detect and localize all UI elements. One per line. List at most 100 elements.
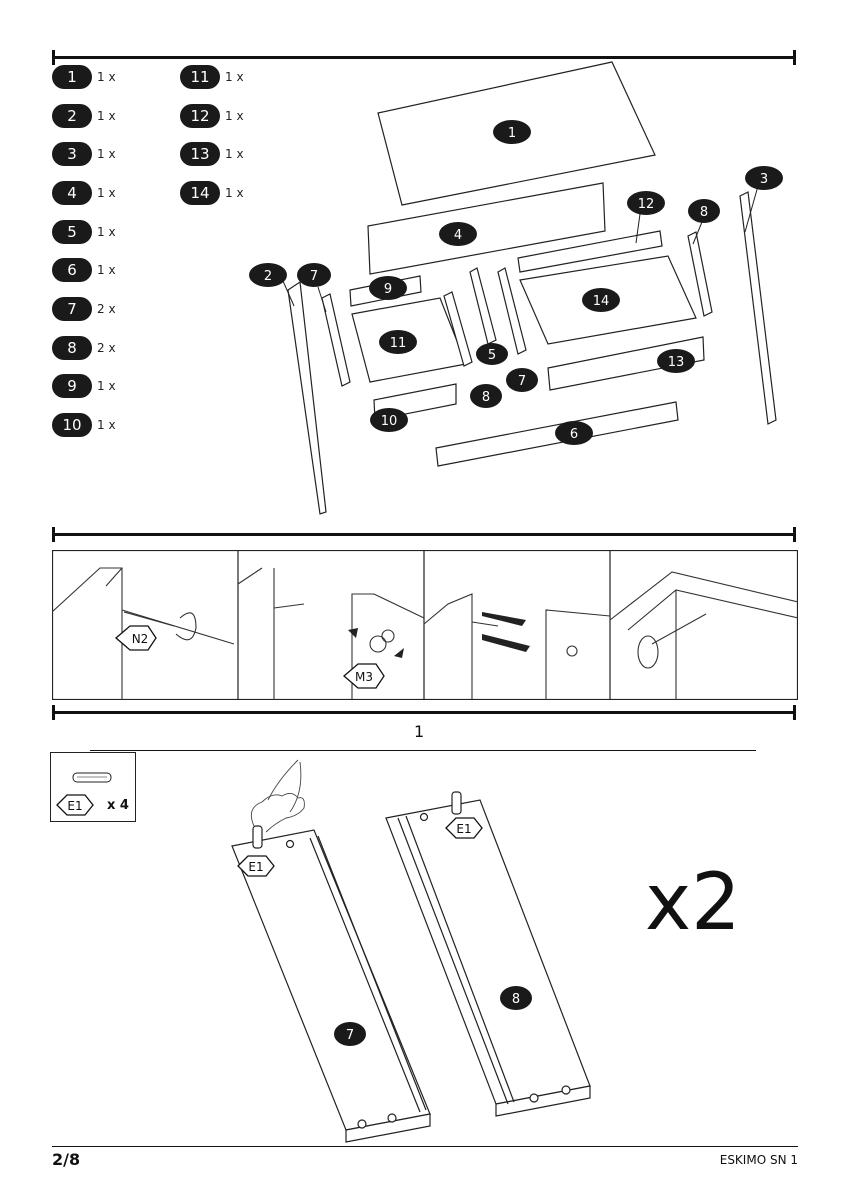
part-quantity: 1 x xyxy=(225,186,244,200)
part-row: 11 1 x xyxy=(180,65,244,89)
e1-tag-right-text: E1 xyxy=(456,822,471,836)
callout-7b-text: 7 xyxy=(518,374,526,389)
step-number: 1 xyxy=(414,722,425,741)
part-quantity: 1 x xyxy=(225,70,244,84)
part-number-badge: 9 xyxy=(52,374,92,398)
panel-13-rail xyxy=(547,336,705,391)
step-rule xyxy=(52,705,796,720)
part-quantity: 1 x xyxy=(225,147,244,161)
panel-2-side xyxy=(287,280,327,515)
part-quantity: 1 x xyxy=(97,225,116,239)
step-divider xyxy=(90,750,756,751)
e1-tag-left: E1 xyxy=(237,855,275,877)
part-row: 2 1 x xyxy=(52,104,116,128)
part-number-badge: 2 xyxy=(52,104,92,128)
part-number-badge: 1 xyxy=(52,65,92,89)
m3-label: M3 xyxy=(355,670,373,684)
e1-tag-right: E1 xyxy=(445,817,483,839)
callout-13: 13 xyxy=(657,349,695,373)
part-row: 1 1 x xyxy=(52,65,116,89)
callout-14-text: 14 xyxy=(593,294,610,309)
part-number-badge: 13 xyxy=(180,142,220,166)
part-number-badge: 11 xyxy=(180,65,220,89)
part-number-badge: 5 xyxy=(52,220,92,244)
callout-panel-7: 7 xyxy=(334,1022,366,1046)
callout-4: 4 xyxy=(439,222,477,246)
part-number-badge: 10 xyxy=(52,413,92,437)
panel-12-rail xyxy=(517,230,663,273)
hand-illustration xyxy=(250,759,305,833)
panel-5-strip xyxy=(469,267,497,345)
part-row: 9 1 x xyxy=(52,374,116,398)
part-row: 14 1 x xyxy=(180,181,244,205)
callout-1-text: 1 xyxy=(508,126,516,141)
panel-8-strip-right xyxy=(687,231,713,317)
callout-8a-text: 8 xyxy=(700,205,708,220)
part-quantity: 1 x xyxy=(97,109,116,123)
exploded-view-diagram: 1 2 3 4 5 6 7 7 8 8 9 10 11 12 13 14 xyxy=(249,61,783,515)
panel-4-back-rail xyxy=(367,182,606,275)
part-quantity: 2 x xyxy=(97,341,116,355)
panel-7-end xyxy=(345,1113,431,1143)
part-quantity: 1 x xyxy=(97,418,116,432)
panel-7-strip-right xyxy=(497,267,527,355)
callout-1: 1 xyxy=(493,120,531,144)
part-quantity: 1 x xyxy=(225,109,244,123)
part-number-badge: 6 xyxy=(52,258,92,282)
part-quantity: 1 x xyxy=(97,379,116,393)
e1-quantity: x 4 xyxy=(107,798,129,813)
callout-12: 12 xyxy=(627,191,665,244)
callout-6: 6 xyxy=(555,421,593,445)
callout-9-text: 9 xyxy=(384,282,392,297)
callout-10-text: 10 xyxy=(381,414,398,429)
middle-rule xyxy=(52,527,796,542)
callout-2: 2 xyxy=(249,263,295,307)
callout-8a: 8 xyxy=(688,199,720,245)
part-number-badge: 14 xyxy=(180,181,220,205)
m3-hardware-tag: M3 xyxy=(343,663,385,689)
part-row: 13 1 x xyxy=(180,142,244,166)
callout-4-text: 4 xyxy=(454,228,462,243)
callout-7b: 7 xyxy=(506,368,538,392)
e1-dowel-icon: E1 xyxy=(56,772,112,816)
part-quantity: 1 x xyxy=(97,70,116,84)
page-number: 2/8 xyxy=(52,1150,81,1169)
callout-8b-text: 8 xyxy=(482,390,490,405)
callout-5-text: 5 xyxy=(488,348,496,363)
part-quantity: 1 x xyxy=(97,263,116,277)
callout-5: 5 xyxy=(476,343,508,365)
e1-label: E1 xyxy=(67,799,82,813)
part-callouts: 1 2 3 4 5 6 7 7 8 8 9 10 11 12 13 14 xyxy=(249,120,783,445)
callout-7a-text: 7 xyxy=(310,269,318,284)
part-row: 12 1 x xyxy=(180,104,244,128)
part-row: 4 1 x xyxy=(52,181,116,205)
callout-10: 10 xyxy=(370,408,408,432)
part-quantity: 2 x xyxy=(97,302,116,316)
panel-3-side xyxy=(739,191,777,425)
callout-11-text: 11 xyxy=(390,336,407,351)
callout-6-text: 6 xyxy=(570,427,578,442)
callout-12-text: 12 xyxy=(638,197,655,212)
e1-hardware-box: E1 x 4 xyxy=(50,752,136,822)
part-number-badge: 4 xyxy=(52,181,92,205)
n2-hardware-tag: N2 xyxy=(115,625,157,651)
part-number-badge: 3 xyxy=(52,142,92,166)
part-row: 7 2 x xyxy=(52,297,116,321)
part-row: 3 1 x xyxy=(52,142,116,166)
panel-8-strip xyxy=(443,291,473,367)
callout-2-text: 2 xyxy=(264,269,272,284)
callout-3: 3 xyxy=(744,166,783,233)
callout-panel-8-text: 8 xyxy=(512,992,520,1007)
step-assembly-diagram: E1 E1 7 8 xyxy=(231,759,591,1143)
part-number-badge: 7 xyxy=(52,297,92,321)
callout-13-text: 13 xyxy=(668,355,685,370)
part-row: 6 1 x xyxy=(52,258,116,282)
callout-8b: 8 xyxy=(470,384,502,408)
part-quantity: 1 x xyxy=(97,147,116,161)
callout-7a: 7 xyxy=(297,263,331,313)
hardware-instruction-strip: N2 M3 xyxy=(52,550,798,700)
part-number-badge: 12 xyxy=(180,104,220,128)
footer-rule xyxy=(52,1146,798,1147)
part-quantity: 1 x xyxy=(97,186,116,200)
